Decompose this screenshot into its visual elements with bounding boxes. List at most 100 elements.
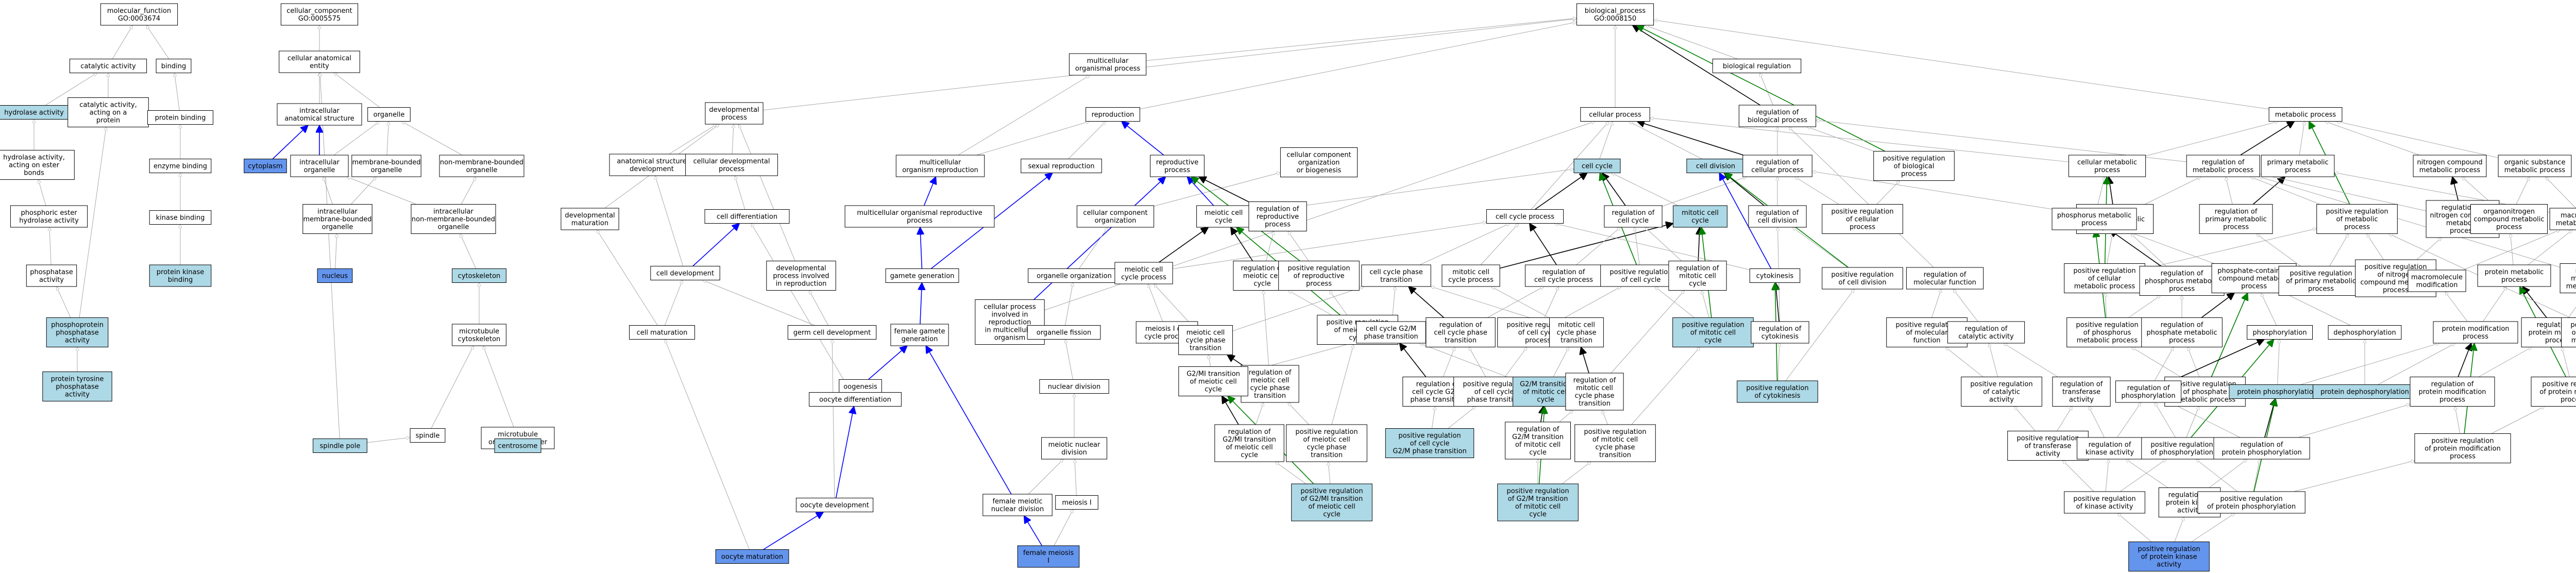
- go-term-node-catalytic-activity[interactable]: catalytic activity: [69, 59, 147, 73]
- go-term-node-protein-binding[interactable]: protein binding: [147, 110, 213, 125]
- go-term-node-binding[interactable]: binding: [156, 59, 192, 73]
- go-term-node-multicellular-organismal-reproductive-process[interactable]: multicellular organismal reproductivepro…: [844, 205, 995, 228]
- go-term-node-reproduction[interactable]: reproduction: [1086, 107, 1140, 122]
- go-term-node-cytoplasm[interactable]: cytoplasm: [244, 159, 287, 173]
- go-term-node-organelle[interactable]: organelle: [367, 107, 411, 122]
- go-term-node-nucleus[interactable]: nucleus: [317, 268, 353, 283]
- go-term-node-meiosis-i[interactable]: meiosis I: [1055, 495, 1098, 510]
- go-term-node-centrosome[interactable]: centrosome: [494, 439, 541, 453]
- go-term-node-regulation-of-macromolecule-metabolic-process[interactable]: regulation ofmacromoleculemetabolic proc…: [2560, 263, 2576, 293]
- go-term-node-protein-phosphorylation[interactable]: protein phosphorylation: [2229, 384, 2326, 399]
- go-term-node-enzyme-binding[interactable]: enzyme binding: [149, 159, 212, 173]
- go-term-node-organelle-organization[interactable]: organelle organization: [1028, 268, 1121, 283]
- go-term-node-oocyte-differentiation[interactable]: oocyte differentiation: [809, 392, 902, 407]
- go-term-node-kinase-binding[interactable]: kinase binding: [149, 210, 212, 225]
- go-term-node-nuclear-division[interactable]: nuclear division: [1039, 379, 1109, 394]
- go-term-node-cellular-process[interactable]: cellular process: [1580, 107, 1650, 122]
- go-term-node-spindle[interactable]: spindle: [410, 428, 446, 443]
- go-term-node-cell-maturation[interactable]: cell maturation: [629, 325, 695, 340]
- go-term-node-oocyte-maturation[interactable]: oocyte maturation: [715, 549, 789, 564]
- go-term-node-sexual-reproduction[interactable]: sexual reproduction: [1021, 159, 1102, 173]
- go-term-node-oogenesis[interactable]: oogenesis: [839, 379, 882, 394]
- go-term-node-dephosphorylation[interactable]: dephosphorylation: [2328, 325, 2402, 340]
- go-term-node-macromolecule-metabolic-process[interactable]: macromoleculemetabolic process: [2549, 208, 2576, 230]
- go-term-node-cytokinesis[interactable]: cytokinesis: [1749, 268, 1801, 283]
- go-term-node-spindle-pole[interactable]: spindle pole: [313, 439, 367, 453]
- go-term-node-hydrolase-activity[interactable]: hydrolase activity: [0, 105, 73, 120]
- go-term-node-cell-cycle-process[interactable]: cell cycle process: [1486, 209, 1564, 224]
